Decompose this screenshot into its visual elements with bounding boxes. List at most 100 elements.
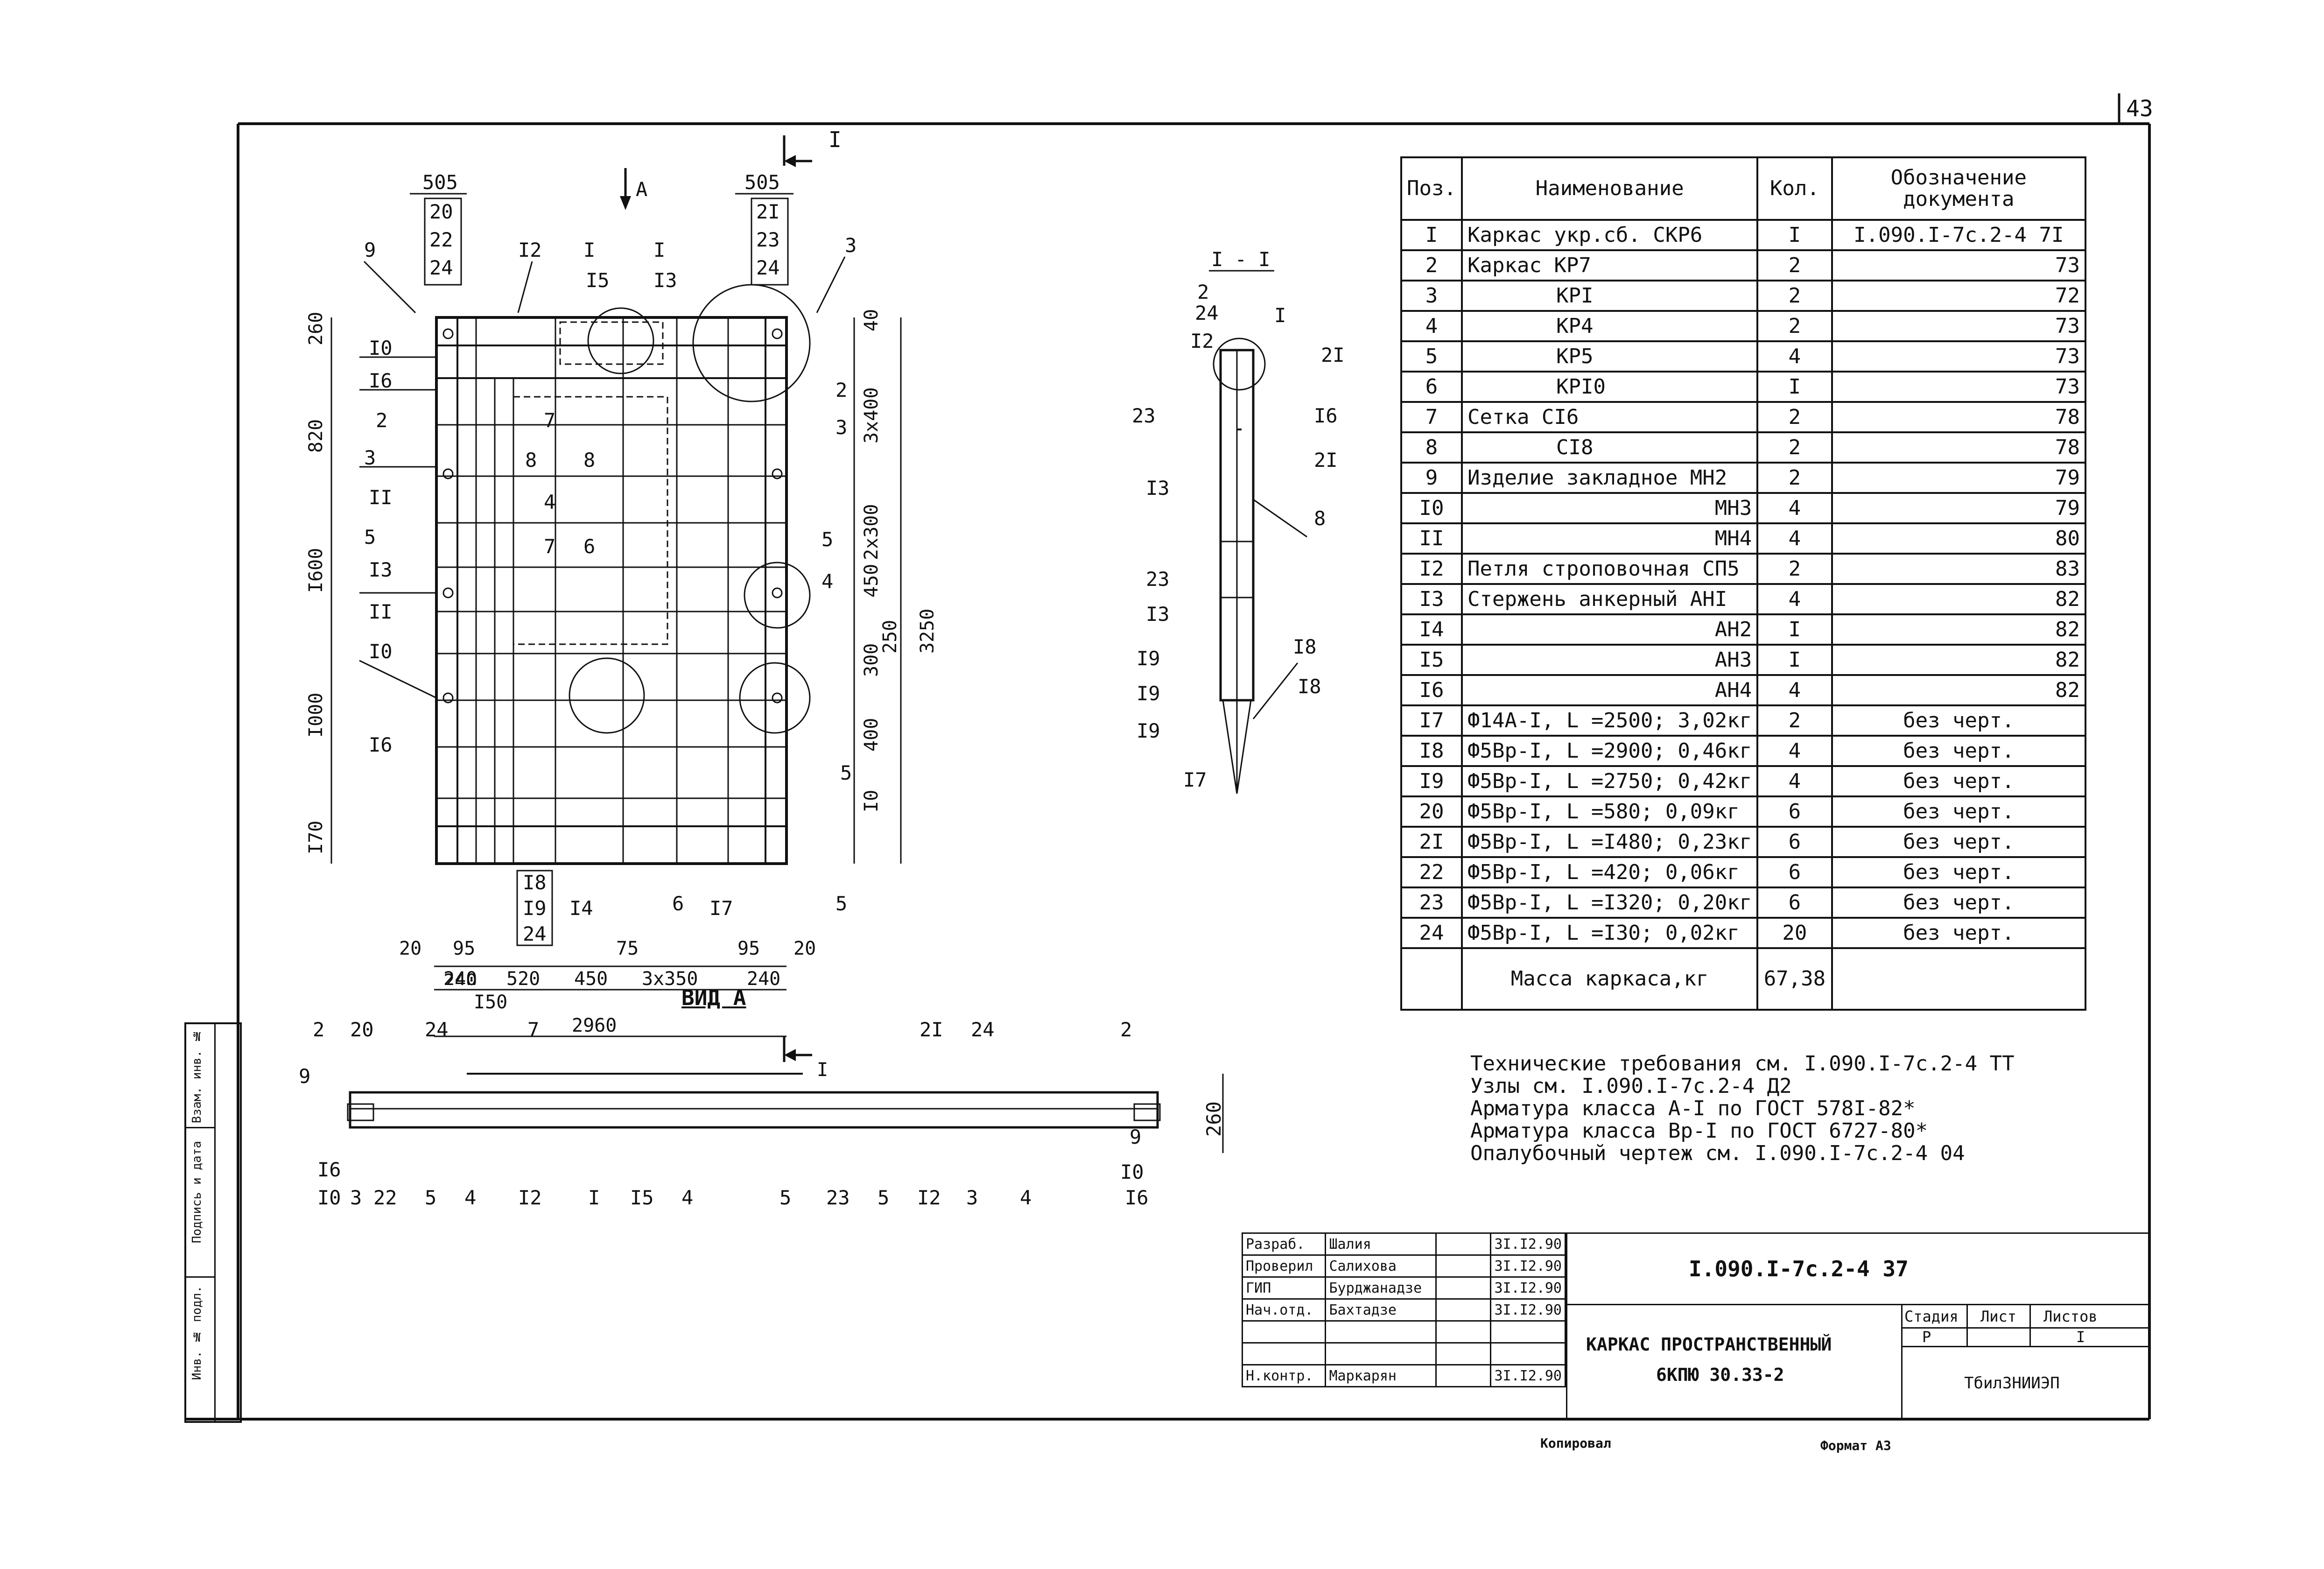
spec-qty: 6 bbox=[1756, 795, 1833, 828]
spec-doc: 82 bbox=[1831, 674, 2087, 706]
signature-roles bbox=[1241, 1320, 1327, 1344]
sec-right-8: 8 bbox=[1314, 507, 1326, 530]
spec-doc: 79 bbox=[1831, 462, 2087, 494]
spec-pos: 8 bbox=[1400, 431, 1463, 464]
top-label-left-2: 22 bbox=[429, 228, 453, 251]
side-stamp-replace: Взам. инв. № bbox=[190, 1029, 204, 1124]
callout-9: 9 bbox=[364, 239, 376, 261]
spec-pos: I5 bbox=[1400, 644, 1463, 676]
spec-pos: I2 bbox=[1400, 553, 1463, 585]
callout-1b: I bbox=[653, 239, 665, 261]
spec-pos: 6 bbox=[1400, 371, 1463, 403]
signature-dates: 3I.I2.90 bbox=[1490, 1364, 1566, 1387]
right-dim-40: 40 bbox=[861, 309, 882, 331]
callout-12: I2 bbox=[518, 239, 542, 261]
bdim-95b: 95 bbox=[737, 938, 760, 959]
signature-names: Бахтадзе bbox=[1325, 1298, 1437, 1322]
signature-mark bbox=[1435, 1232, 1492, 1256]
section-marker-bottom: I bbox=[817, 1059, 828, 1081]
spec-pos: I4 bbox=[1400, 613, 1463, 646]
spec-doc: 82 bbox=[1831, 644, 2087, 676]
inner-7b: 7 bbox=[544, 535, 555, 558]
va-bot-12a: I2 bbox=[518, 1186, 542, 1209]
sec-left-19c: I9 bbox=[1137, 719, 1160, 742]
spec-pos: 20 bbox=[1400, 795, 1463, 828]
right-dim-300: 300 bbox=[861, 643, 882, 677]
left-callout-16b: I6 bbox=[369, 733, 393, 756]
spec-qty: 2 bbox=[1756, 462, 1833, 494]
spec-pos: I0 bbox=[1400, 492, 1463, 524]
spec-qty: 4 bbox=[1756, 492, 1833, 524]
signature-mark bbox=[1435, 1320, 1492, 1344]
spec-name: Ф5Вр-I, L =I30; 0,02кг bbox=[1460, 917, 1759, 949]
spec-doc: 73 bbox=[1831, 310, 2087, 342]
spec-doc: 73 bbox=[1831, 340, 2087, 373]
va-right-9: 9 bbox=[1130, 1126, 1141, 1148]
section-view: I - I 24 I2 23 I3 23 I3 I9 I9 I9 I7 2 I … bbox=[1132, 248, 1345, 794]
sec-right-18a: I8 bbox=[1293, 635, 1317, 658]
spec-doc: без черт. bbox=[1831, 856, 2087, 888]
va-left-16: I6 bbox=[317, 1158, 341, 1181]
spec-qty: 2 bbox=[1756, 401, 1833, 433]
designation: I.090.I-7с.2-4 37 bbox=[1689, 1256, 1909, 1281]
spec-doc: без черт. bbox=[1831, 704, 2087, 737]
right-callout-5b: 5 bbox=[840, 761, 852, 784]
spec-pos: 2I bbox=[1400, 826, 1463, 858]
spec-name: Ф5Вр-I, L =2900; 0,46кг bbox=[1460, 735, 1759, 767]
signature-names: Шалия bbox=[1325, 1232, 1437, 1256]
copied-by: Копировал bbox=[1540, 1435, 1611, 1451]
bottom-dims: 20 95 75 95 20 240 bbox=[399, 938, 816, 985]
spec-name: АН4 bbox=[1460, 674, 1759, 706]
bdim-95a: 95 bbox=[453, 938, 475, 959]
va-bot-15: I5 bbox=[630, 1186, 654, 1209]
spec-name: Стержень анкерный АНI bbox=[1460, 583, 1759, 615]
left-callouts: I0 I6 2 3 II 5 I3 II I0 I6 bbox=[359, 337, 437, 756]
va-bot-22: 22 bbox=[373, 1186, 397, 1209]
sec-left-13b: I3 bbox=[1146, 603, 1170, 626]
dim-505-right: 505 bbox=[744, 171, 780, 194]
spec-name: МН3 bbox=[1460, 492, 1759, 524]
spec-pos: 22 bbox=[1400, 856, 1463, 888]
signature-mark bbox=[1435, 1276, 1492, 1300]
spec-header-row: Поз. Наименование Кол. Обозначение докум… bbox=[1400, 156, 2087, 221]
bdim-240b: 240 bbox=[747, 968, 780, 990]
spec-qty: I bbox=[1756, 371, 1833, 403]
signature-roles: Н.контр. bbox=[1241, 1364, 1327, 1387]
spec-pos: 9 bbox=[1400, 462, 1463, 494]
signature-roles: Проверил bbox=[1241, 1254, 1327, 1278]
spec-pos: 7 bbox=[1400, 401, 1463, 433]
title-line-2: 6КПЮ 30.33-2 bbox=[1656, 1365, 1784, 1385]
stage-value: Р bbox=[1922, 1328, 1931, 1346]
left-callout-2: 2 bbox=[376, 409, 387, 432]
bdim-150: I50 bbox=[474, 992, 507, 1013]
spec-doc: 82 bbox=[1831, 613, 2087, 646]
spec-doc: 80 bbox=[1831, 522, 2087, 555]
title-line-1: КАРКАС ПРОСТРАНСТВЕННЫЙ bbox=[1586, 1334, 1832, 1355]
top-callouts: 9 I2 I I5 I I3 3 bbox=[363, 234, 857, 314]
left-callout-11b: II bbox=[369, 600, 393, 623]
spec-qty: 6 bbox=[1756, 826, 1833, 858]
sheet-header: Лист bbox=[1980, 1308, 2017, 1325]
bdim-240a: 240 bbox=[443, 968, 477, 990]
spec-doc: 73 bbox=[1831, 371, 2087, 403]
va-top-20: 20 bbox=[350, 1018, 374, 1041]
note-line: Арматура класса Вр-I по ГОСТ 6727-80* bbox=[1470, 1119, 1928, 1143]
spec-name: КРI0 bbox=[1460, 371, 1759, 403]
sheet-number: 43 bbox=[2126, 96, 2153, 122]
spec-name: АН3 bbox=[1460, 644, 1759, 676]
left-dim-260: 260 bbox=[305, 312, 327, 345]
bottom-callout-5: 5 bbox=[836, 892, 847, 915]
top-label-right-3: 24 bbox=[756, 256, 780, 279]
spec-pos: 23 bbox=[1400, 887, 1463, 919]
spec-pos: 3 bbox=[1400, 280, 1463, 312]
spec-name: СI8 bbox=[1460, 431, 1759, 464]
